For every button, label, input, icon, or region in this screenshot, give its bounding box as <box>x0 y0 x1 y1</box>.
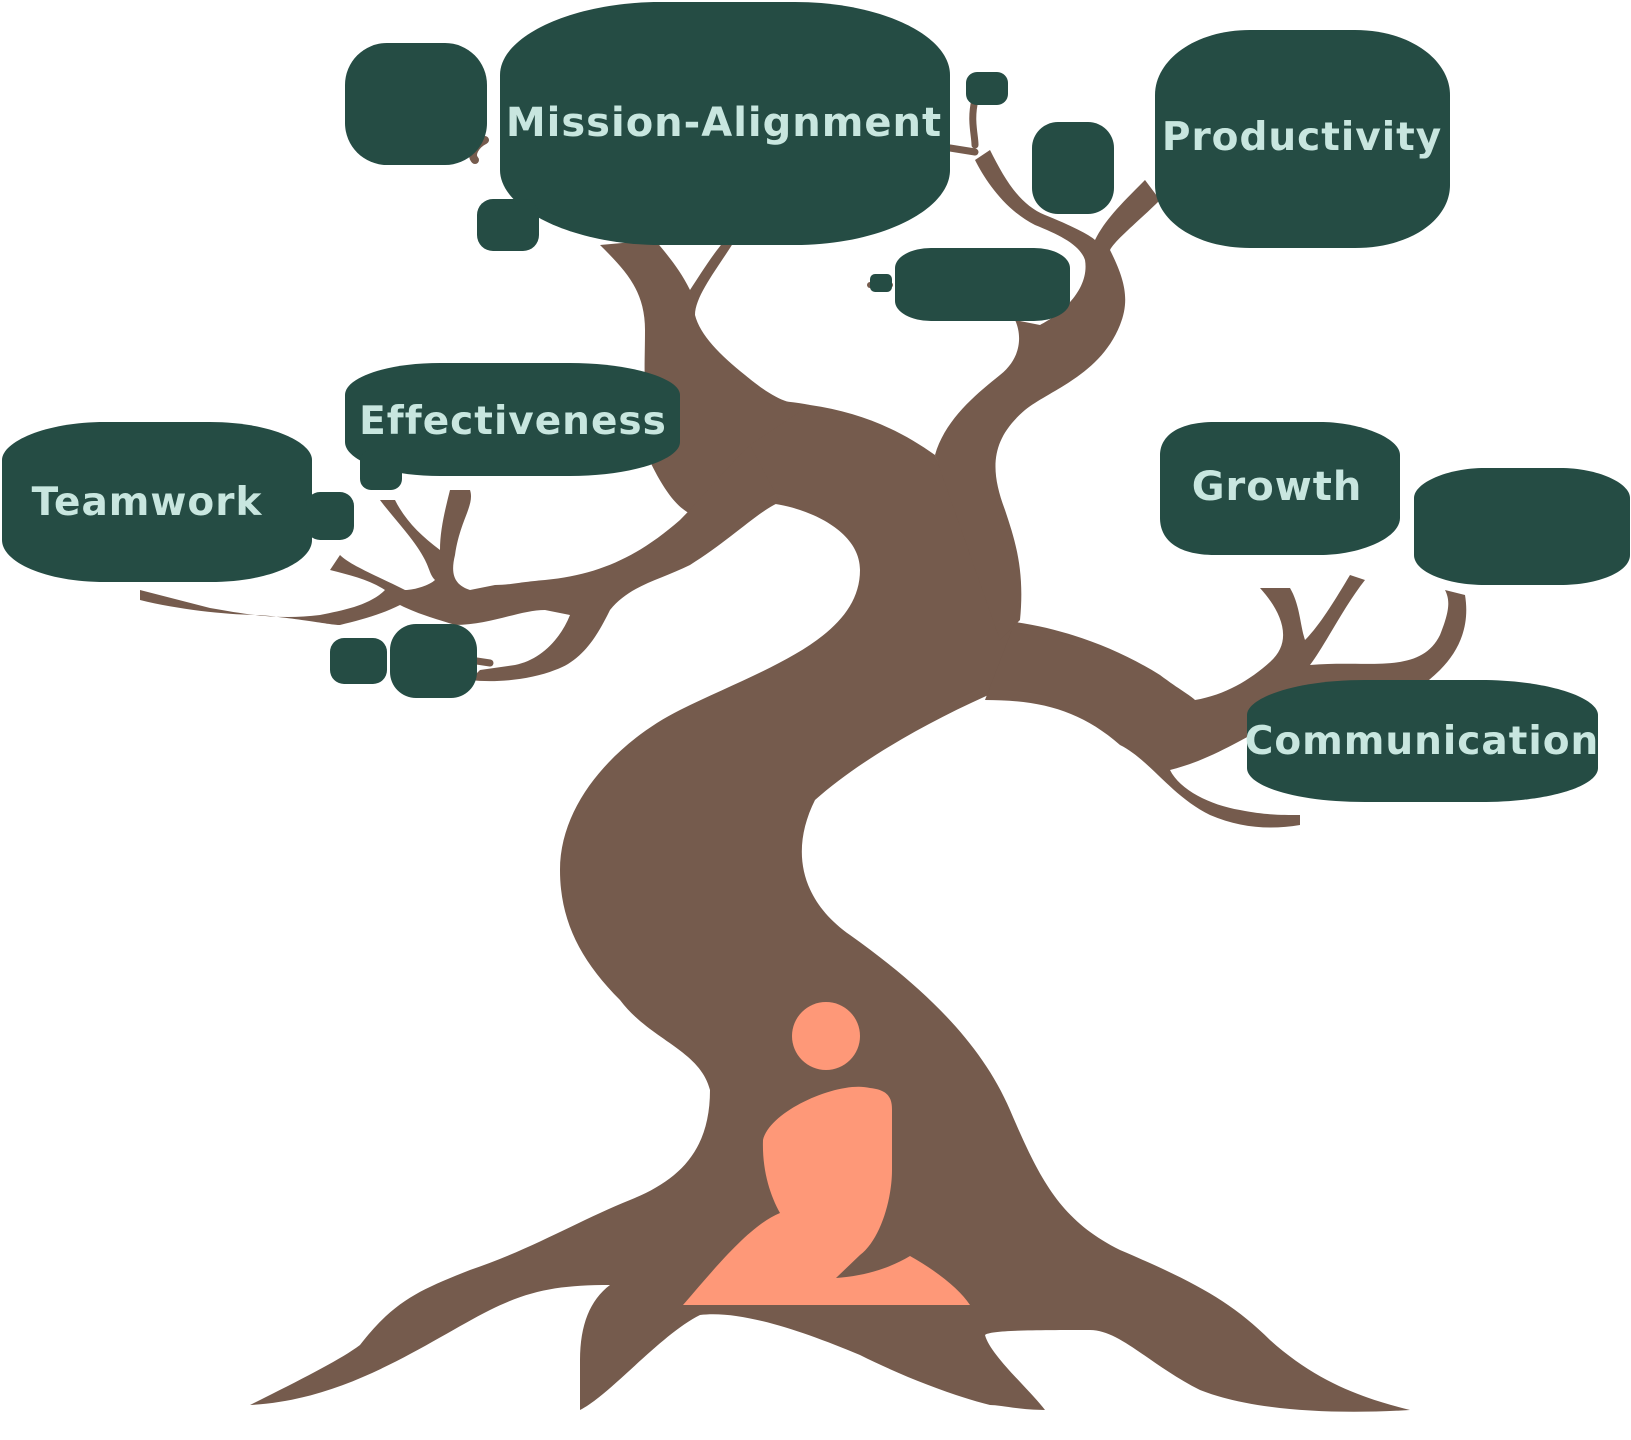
label-growth: Growth <box>1192 464 1363 510</box>
bubble-small-lower-left-a <box>330 638 387 684</box>
label-teamwork: Teamwork <box>32 480 263 525</box>
bubble-tiny-mission-below <box>477 199 539 251</box>
bubble-tiny-mission-right <box>966 72 1008 105</box>
bubble-tiny-teamwork-right <box>306 492 354 540</box>
bubble-small-mission-left <box>345 43 487 165</box>
twig-mission-right <box>950 100 975 152</box>
bubble-small-productivity-left <box>1032 122 1114 214</box>
label-effectiveness: Effectiveness <box>359 399 667 444</box>
bubble-right-empty <box>1414 468 1630 585</box>
bubble-center-top <box>895 248 1070 321</box>
label-productivity: Productivity <box>1162 115 1442 160</box>
bubble-tiny-effectiveness <box>360 450 402 490</box>
figure-head <box>792 1002 860 1070</box>
bubble-tiny-center-left <box>870 274 892 292</box>
label-communication: Communication <box>1245 719 1600 764</box>
bubble-small-lower-left-b <box>390 624 477 698</box>
label-mission-alignment: Mission-Alignment <box>506 100 942 146</box>
